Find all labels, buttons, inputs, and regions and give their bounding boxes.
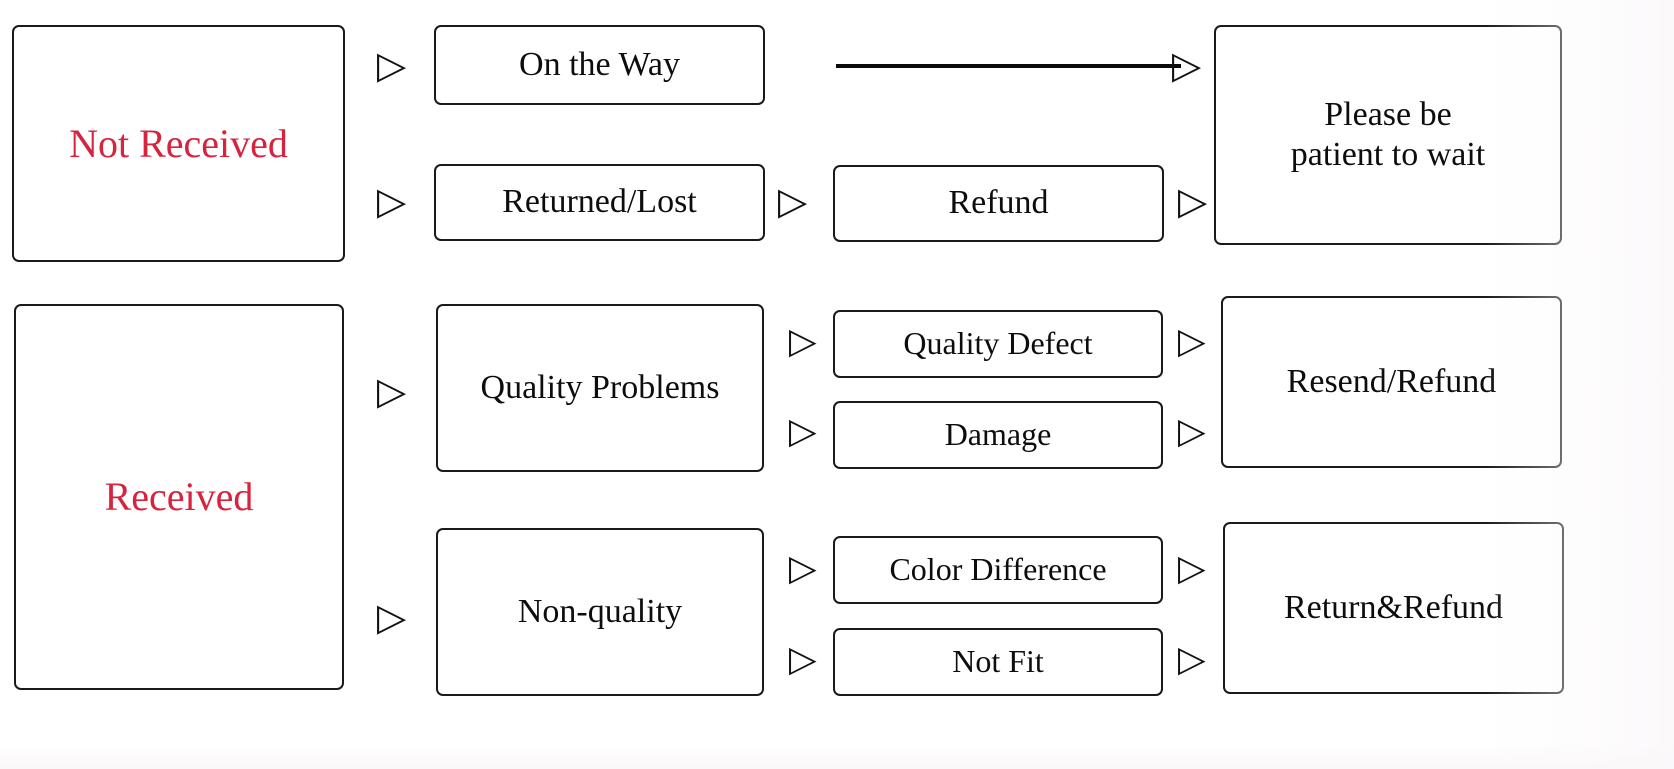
- node-please-be-patient-to-wait[interactable]: Please be patient to wait: [1214, 25, 1562, 245]
- arrow-connector-to-please-wait: ▷: [1172, 43, 1202, 87]
- arrow-color-difference-to-return-refund: ▷: [1178, 548, 1206, 589]
- node-damage[interactable]: Damage: [833, 401, 1163, 469]
- arrow-non-quality-to-color-difference: ▷: [789, 548, 817, 589]
- arrow-not-received-to-on-the-way: ▷: [377, 43, 407, 87]
- arrow-not-received-to-returned-lost: ▷: [377, 179, 407, 223]
- arrow-damage-to-resend-refund: ▷: [1178, 411, 1206, 452]
- please-wait-line-2: patient to wait: [1290, 136, 1486, 173]
- node-refund[interactable]: Refund: [833, 165, 1164, 242]
- arrow-quality-problems-to-quality-defect: ▷: [789, 321, 817, 362]
- node-returned-lost[interactable]: Returned/Lost: [434, 164, 765, 241]
- node-on-the-way[interactable]: On the Way: [434, 25, 765, 105]
- arrow-quality-problems-to-damage: ▷: [789, 411, 817, 452]
- node-non-quality[interactable]: Non-quality: [436, 528, 764, 696]
- arrow-quality-defect-to-resend-refund: ▷: [1178, 321, 1206, 362]
- node-color-difference[interactable]: Color Difference: [833, 536, 1163, 604]
- node-return-refund[interactable]: Return&Refund: [1223, 522, 1564, 694]
- node-not-received[interactable]: Not Received: [12, 25, 345, 262]
- node-quality-problems[interactable]: Quality Problems: [436, 304, 764, 472]
- node-resend-refund[interactable]: Resend/Refund: [1221, 296, 1562, 468]
- arrow-received-to-quality-problems: ▷: [377, 369, 407, 413]
- connector-on-the-way-to-outcome: [836, 64, 1181, 68]
- node-received[interactable]: Received: [14, 304, 344, 690]
- page-edge-fade-bottom: [0, 743, 1674, 769]
- arrow-refund-to-please-wait: ▷: [1178, 179, 1208, 223]
- please-wait-line-1: Please be: [1324, 95, 1452, 133]
- arrow-non-quality-to-not-fit: ▷: [789, 639, 817, 680]
- arrow-returned-lost-to-refund: ▷: [778, 179, 808, 223]
- node-not-fit[interactable]: Not Fit: [833, 628, 1163, 696]
- node-quality-defect[interactable]: Quality Defect: [833, 310, 1163, 378]
- arrow-not-fit-to-return-refund: ▷: [1178, 639, 1206, 680]
- arrow-received-to-non-quality: ▷: [377, 595, 407, 639]
